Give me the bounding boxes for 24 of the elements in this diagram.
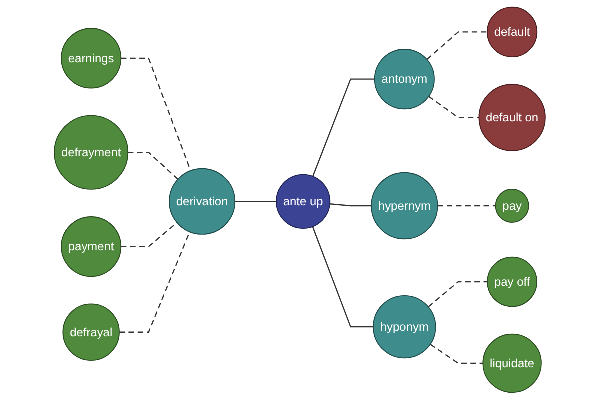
node-circle: default on [478, 84, 546, 152]
connector [426, 32, 488, 60]
node-circle: antonym [374, 49, 435, 110]
node-circle: hypernym [371, 172, 438, 240]
node-circle: payment [61, 216, 122, 278]
connector [312, 226, 374, 328]
connector [128, 152, 179, 180]
node-circle: pay off [487, 256, 538, 308]
node-circle: earnings [61, 28, 122, 89]
node-circle: defrayal [62, 304, 120, 361]
connector [330, 204, 372, 207]
connector [235, 201, 276, 202]
connector [438, 205, 496, 207]
node-circle: derivation [169, 168, 236, 235]
node-circle: ante up [276, 174, 331, 229]
connector [428, 96, 480, 118]
node-circle: liquidate [482, 334, 542, 394]
node-circle: pay [495, 189, 530, 223]
connector [430, 344, 484, 364]
connector [312, 78, 375, 177]
node-circle: default [487, 6, 538, 58]
node-circle: hyponym [373, 295, 436, 359]
node-circle: defrayment [54, 115, 129, 190]
connector [428, 281, 488, 308]
